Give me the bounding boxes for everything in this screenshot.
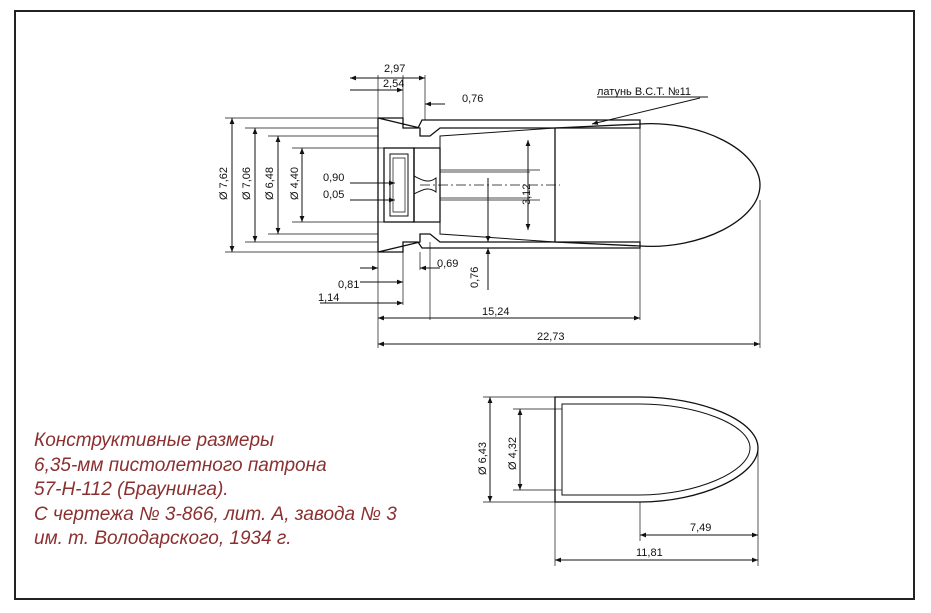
dim-d-648: Ø 6,48	[264, 167, 276, 200]
dim-w-114: 1,14	[318, 292, 339, 304]
dim-w-069: 0,69	[437, 258, 458, 270]
dim-w-081: 0,81	[338, 279, 359, 291]
dim-w-005: 0,05	[323, 189, 344, 201]
dim-w-297: 2,97	[384, 63, 405, 75]
caption-line-5: им. т. Володарского, 1934 г.	[34, 528, 292, 549]
caption-line-1: Конструктивные размеры	[34, 430, 275, 451]
bullet-dimension-labels: Ø 6,43 Ø 4,32 7,49 11,81	[477, 437, 711, 559]
caption-line-3: 57-Н-112 (Браунинга).	[34, 479, 229, 500]
flash-hole	[413, 175, 437, 195]
bullet-profile	[554, 123, 761, 247]
drawing-caption: Конструктивные размеры 6,35-мм пистолетн…	[34, 429, 397, 552]
bullet-core	[561, 403, 751, 496]
dim-d-762: Ø 7,62	[218, 167, 230, 200]
caption-line-2: 6,35-мм пистолетного патрона	[34, 454, 327, 476]
case-wall-top	[377, 117, 641, 137]
dim-h-076-bottom: 0,76	[469, 267, 481, 288]
dim-d-432: Ø 4,32	[507, 437, 519, 470]
drawing-frame	[14, 10, 915, 600]
dim-d-643: Ø 6,43	[477, 442, 489, 475]
cartridge-dimension-labels: Ø 7,62 Ø 7,06 Ø 6,48 Ø 4,40 2,97 2,54 0,…	[218, 63, 708, 343]
dim-d-706: Ø 7,06	[241, 167, 253, 200]
dim-l-1524: 15,24	[482, 306, 510, 318]
bullet-jacket	[554, 396, 759, 503]
primer-anvil	[392, 157, 406, 213]
dimension-lines	[229, 75, 760, 347]
cartridge-drawing	[377, 117, 761, 253]
material-callout: латунь В.С.Т. №11	[597, 86, 691, 98]
primer-pocket	[383, 147, 415, 223]
dim-l-749: 7,49	[690, 522, 711, 534]
dim-h-312: 3,12	[521, 184, 533, 205]
dim-w-254: 2,54	[383, 78, 404, 90]
dim-w-090: 0,90	[323, 172, 344, 184]
caption-line-4: С чертежа № 3-866, лит. А, завода № 3	[34, 503, 397, 525]
dim-l-1181: 11,81	[636, 547, 663, 559]
dim-l-2273: 22,73	[537, 331, 565, 343]
bullet-drawing	[554, 396, 759, 503]
dim-d-440: Ø 4,40	[289, 167, 301, 200]
extension-lines	[225, 75, 761, 348]
bullet-dimension-lines	[487, 397, 758, 563]
bullet-extension-lines	[483, 396, 759, 566]
case-wall-bottom	[377, 233, 641, 253]
dim-w-076-top: 0,76	[462, 93, 483, 105]
